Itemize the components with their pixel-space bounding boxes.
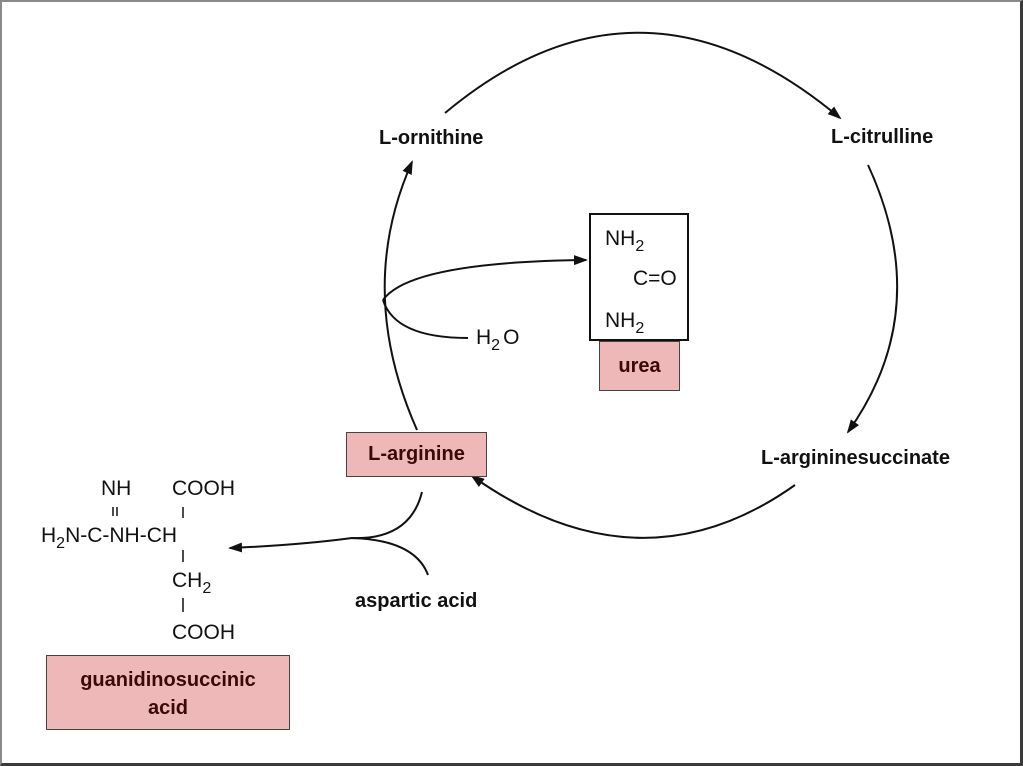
node-guanidinosuccinic-acid: guanidinosuccinic acid — [46, 655, 290, 730]
urea-structure-box: NH2 C=O NH2 — [589, 213, 689, 341]
aspartic-acid-label: aspartic acid — [355, 590, 478, 612]
node-l-citrulline: L-citrulline — [831, 126, 934, 148]
gsa-cooh-top: COOH — [172, 477, 235, 500]
arrow-arginine-to-ornithine — [383, 160, 418, 431]
node-l-argininesuccinate: L-argininesuccinate — [761, 447, 950, 469]
water-branch — [382, 299, 469, 339]
urea-nh2-bottom: NH2 — [605, 309, 645, 337]
gsa-label-line2: acid — [147, 697, 189, 719]
gsa-main-chain: H2N-C-NH-CH — [41, 524, 178, 552]
gsa-label-line1: guanidinosuccinic — [80, 669, 256, 691]
arrow-argininosuccinate-to-arginine — [470, 474, 796, 539]
gsa-ch2: CH2 — [172, 569, 212, 597]
node-urea: urea — [599, 341, 680, 391]
arrow-citrulline-to-argininosuccinate — [846, 164, 899, 434]
urea-nh2-top: NH2 — [605, 227, 645, 255]
arrow-ornithine-to-citrulline — [444, 31, 842, 120]
urea-carbonyl: C=O — [633, 267, 677, 290]
node-l-arginine: L-arginine — [346, 432, 487, 477]
arrow-to-guanidinosuccinic-acid — [228, 491, 423, 553]
node-l-ornithine: L-ornithine — [379, 127, 484, 149]
gsa-cooh-bottom: COOH — [172, 621, 235, 644]
gsa-imine: NH — [101, 477, 132, 500]
arrow-to-urea — [382, 255, 588, 301]
aspartic-acid-branch — [351, 537, 429, 576]
